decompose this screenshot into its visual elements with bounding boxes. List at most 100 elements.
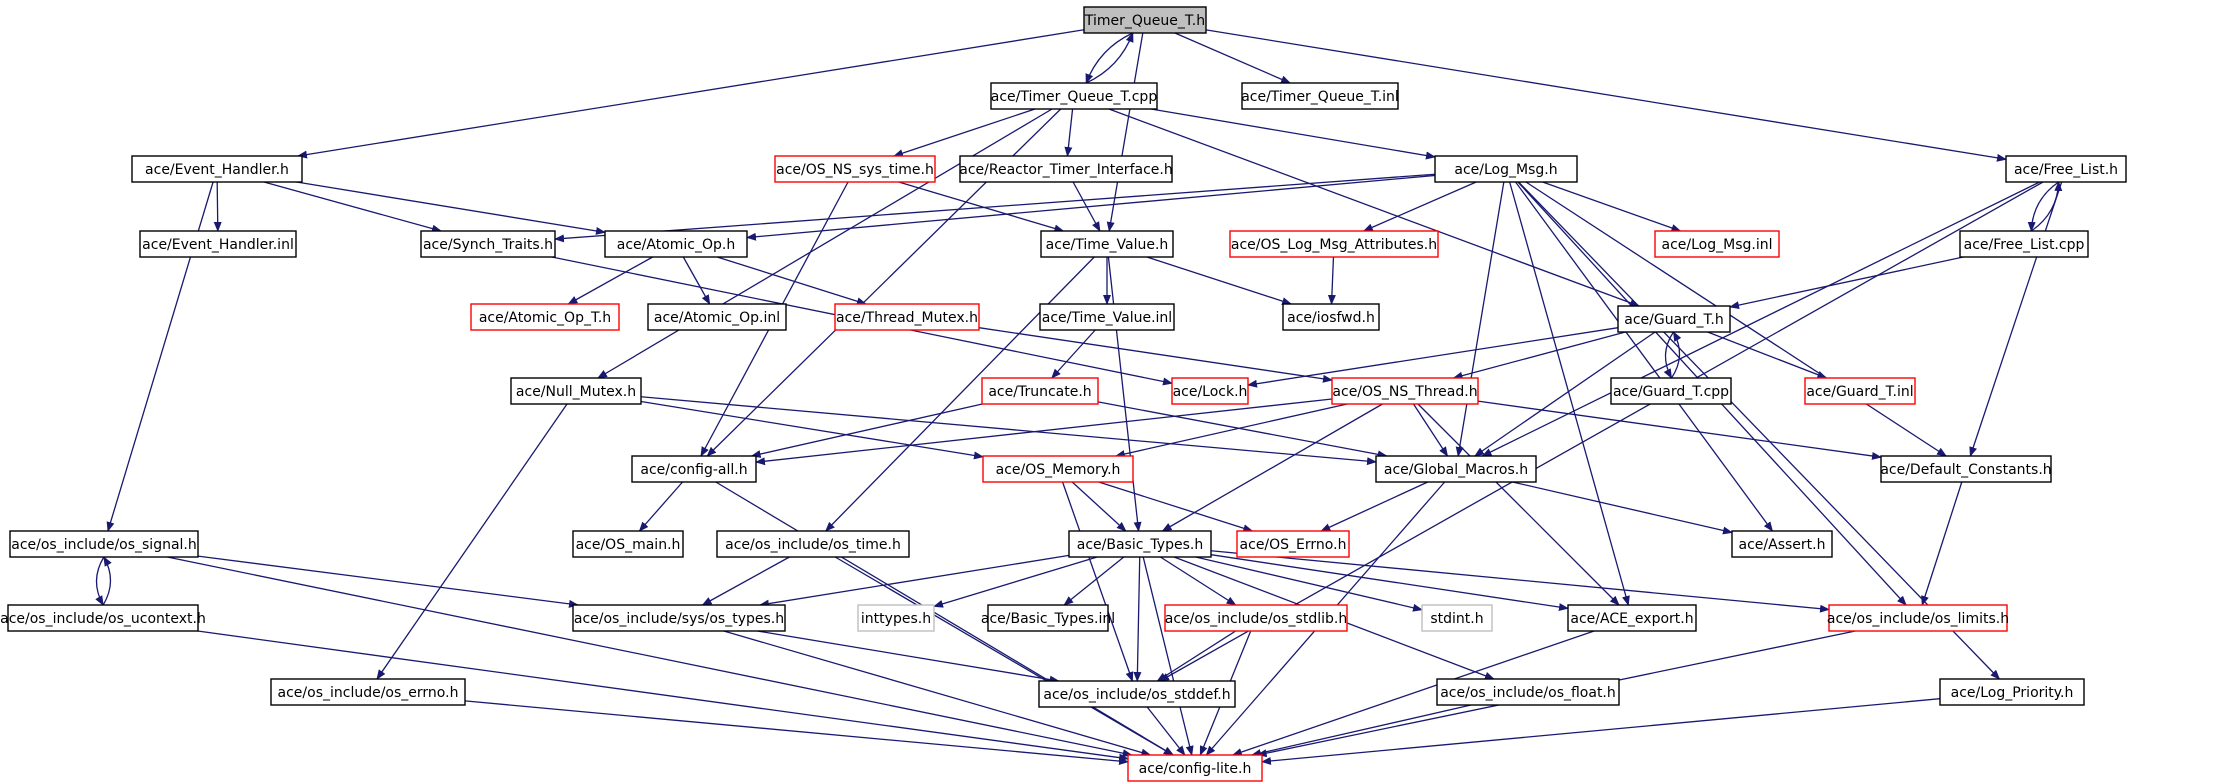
node-box[interactable] xyxy=(716,530,910,558)
node-box[interactable] xyxy=(1040,230,1174,258)
node-box[interactable] xyxy=(1236,530,1350,558)
node-box[interactable] xyxy=(9,530,199,558)
node-n29[interactable]: ace/Global_Macros.h xyxy=(1375,455,1537,483)
node-n42[interactable]: stdint.h xyxy=(1421,604,1493,632)
node-box[interactable] xyxy=(572,530,684,558)
node-box[interactable] xyxy=(857,604,935,632)
node-box[interactable] xyxy=(1939,678,2085,706)
node-box[interactable] xyxy=(774,155,936,183)
node-n13[interactable]: ace/Log_Msg.inl xyxy=(1654,230,1780,258)
node-n48[interactable]: ace/Log_Priority.h xyxy=(1939,678,2085,706)
node-n17[interactable]: ace/Thread_Mutex.h xyxy=(834,303,980,331)
node-n49[interactable]: ace/config-lite.h xyxy=(1127,754,1263,782)
node-box[interactable] xyxy=(2005,155,2127,183)
node-box[interactable] xyxy=(1436,678,1620,706)
node-box[interactable] xyxy=(7,604,199,632)
node-n31[interactable]: ace/os_include/os_signal.h xyxy=(9,530,199,558)
node-box[interactable] xyxy=(1617,305,1731,333)
node-n23[interactable]: ace/Lock.h xyxy=(1171,377,1249,405)
node-n18[interactable]: ace/Time_Value.inl xyxy=(1039,303,1175,331)
node-box[interactable] xyxy=(131,155,303,183)
node-n3[interactable]: ace/Event_Handler.h xyxy=(131,155,303,183)
node-n38[interactable]: ace/os_include/sys/os_types.h xyxy=(572,604,786,632)
node-box[interactable] xyxy=(1127,754,1263,782)
node-box[interactable] xyxy=(1959,230,2089,258)
node-n27[interactable]: ace/config-all.h xyxy=(631,455,757,483)
node-box[interactable] xyxy=(1731,530,1833,558)
node-n40[interactable]: ace/Basic_Types.inl xyxy=(981,604,1115,632)
node-n41[interactable]: ace/os_include/os_stdlib.h xyxy=(1164,604,1348,632)
node-n20[interactable]: ace/Guard_T.h xyxy=(1617,305,1731,333)
node-box[interactable] xyxy=(1171,377,1249,405)
node-n30[interactable]: ace/Default_Constants.h xyxy=(1880,455,2052,483)
node-n7[interactable]: ace/Free_List.h xyxy=(2005,155,2127,183)
node-n37[interactable]: ace/os_include/os_ucontext.h xyxy=(0,604,206,632)
node-n2[interactable]: ace/Timer_Queue_T.inl xyxy=(1241,82,1399,110)
node-box[interactable] xyxy=(510,377,642,405)
node-n6[interactable]: ace/Log_Msg.h xyxy=(1434,155,1578,183)
node-n34[interactable]: ace/Basic_Types.h xyxy=(1068,530,1212,558)
node-box[interactable] xyxy=(604,230,748,258)
node-n21[interactable]: ace/Null_Mutex.h xyxy=(510,377,642,405)
node-box[interactable] xyxy=(139,230,297,258)
node-n26[interactable]: ace/Guard_T.inl xyxy=(1804,377,1916,405)
node-box[interactable] xyxy=(959,155,1173,183)
node-box[interactable] xyxy=(1241,82,1399,110)
node-box[interactable] xyxy=(1421,604,1493,632)
node-n33[interactable]: ace/os_include/os_time.h xyxy=(716,530,910,558)
node-n46[interactable]: ace/os_include/os_stddef.h xyxy=(1038,680,1236,708)
node-box[interactable] xyxy=(572,604,786,632)
node-n24[interactable]: ace/OS_NS_Thread.h xyxy=(1331,377,1479,405)
node-n35[interactable]: ace/OS_Errno.h xyxy=(1236,530,1350,558)
node-n8[interactable]: ace/Event_Handler.inl xyxy=(139,230,297,258)
node-box[interactable] xyxy=(1282,303,1380,331)
node-box[interactable] xyxy=(1610,377,1732,405)
node-n36[interactable]: ace/Assert.h xyxy=(1731,530,1833,558)
node-n15[interactable]: ace/Atomic_Op_T.h xyxy=(470,303,620,331)
node-n32[interactable]: ace/OS_main.h xyxy=(572,530,684,558)
node-n5[interactable]: ace/Reactor_Timer_Interface.h xyxy=(959,155,1173,183)
node-box[interactable] xyxy=(982,455,1134,483)
node-box[interactable] xyxy=(631,455,757,483)
node-n11[interactable]: ace/Time_Value.h xyxy=(1040,230,1174,258)
node-box[interactable] xyxy=(470,303,620,331)
node-n39[interactable]: inttypes.h xyxy=(857,604,935,632)
node-n45[interactable]: ace/os_include/os_errno.h xyxy=(270,678,466,706)
node-n0[interactable]: Timer_Queue_T.h xyxy=(1083,6,1207,34)
node-box[interactable] xyxy=(1038,680,1236,708)
node-box[interactable] xyxy=(1567,604,1697,632)
node-n44[interactable]: ace/os_include/os_limits.h xyxy=(1827,604,2009,632)
node-n10[interactable]: ace/Atomic_Op.h xyxy=(604,230,748,258)
node-box[interactable] xyxy=(420,230,556,258)
node-box[interactable] xyxy=(1331,377,1479,405)
node-box[interactable] xyxy=(1434,155,1578,183)
node-n9[interactable]: ace/Synch_Traits.h xyxy=(420,230,556,258)
node-n43[interactable]: ace/ACE_export.h xyxy=(1567,604,1697,632)
node-n1[interactable]: ace/Timer_Queue_T.cpp xyxy=(990,82,1158,110)
node-box[interactable] xyxy=(647,303,787,331)
node-n4[interactable]: ace/OS_NS_sys_time.h xyxy=(774,155,936,183)
node-box[interactable] xyxy=(270,678,466,706)
node-box[interactable] xyxy=(1880,455,2052,483)
node-box[interactable] xyxy=(1083,6,1207,34)
node-box[interactable] xyxy=(1375,455,1537,483)
node-n14[interactable]: ace/Free_List.cpp xyxy=(1959,230,2089,258)
node-box[interactable] xyxy=(834,303,980,331)
node-box[interactable] xyxy=(1654,230,1780,258)
node-n16[interactable]: ace/Atomic_Op.inl xyxy=(647,303,787,331)
node-box[interactable] xyxy=(1804,377,1916,405)
node-box[interactable] xyxy=(1828,604,2008,632)
node-n47[interactable]: ace/os_include/os_float.h xyxy=(1436,678,1620,706)
node-box[interactable] xyxy=(987,604,1109,632)
node-box[interactable] xyxy=(981,377,1099,405)
node-box[interactable] xyxy=(1039,303,1175,331)
node-n22[interactable]: ace/Truncate.h xyxy=(981,377,1099,405)
node-box[interactable] xyxy=(1229,230,1439,258)
node-n12[interactable]: ace/OS_Log_Msg_Attributes.h xyxy=(1229,230,1439,258)
node-n25[interactable]: ace/Guard_T.cpp xyxy=(1610,377,1732,405)
node-box[interactable] xyxy=(990,82,1158,110)
node-box[interactable] xyxy=(1068,530,1212,558)
node-n28[interactable]: ace/OS_Memory.h xyxy=(982,455,1134,483)
node-box[interactable] xyxy=(1164,604,1348,632)
node-n19[interactable]: ace/iosfwd.h xyxy=(1282,303,1380,331)
